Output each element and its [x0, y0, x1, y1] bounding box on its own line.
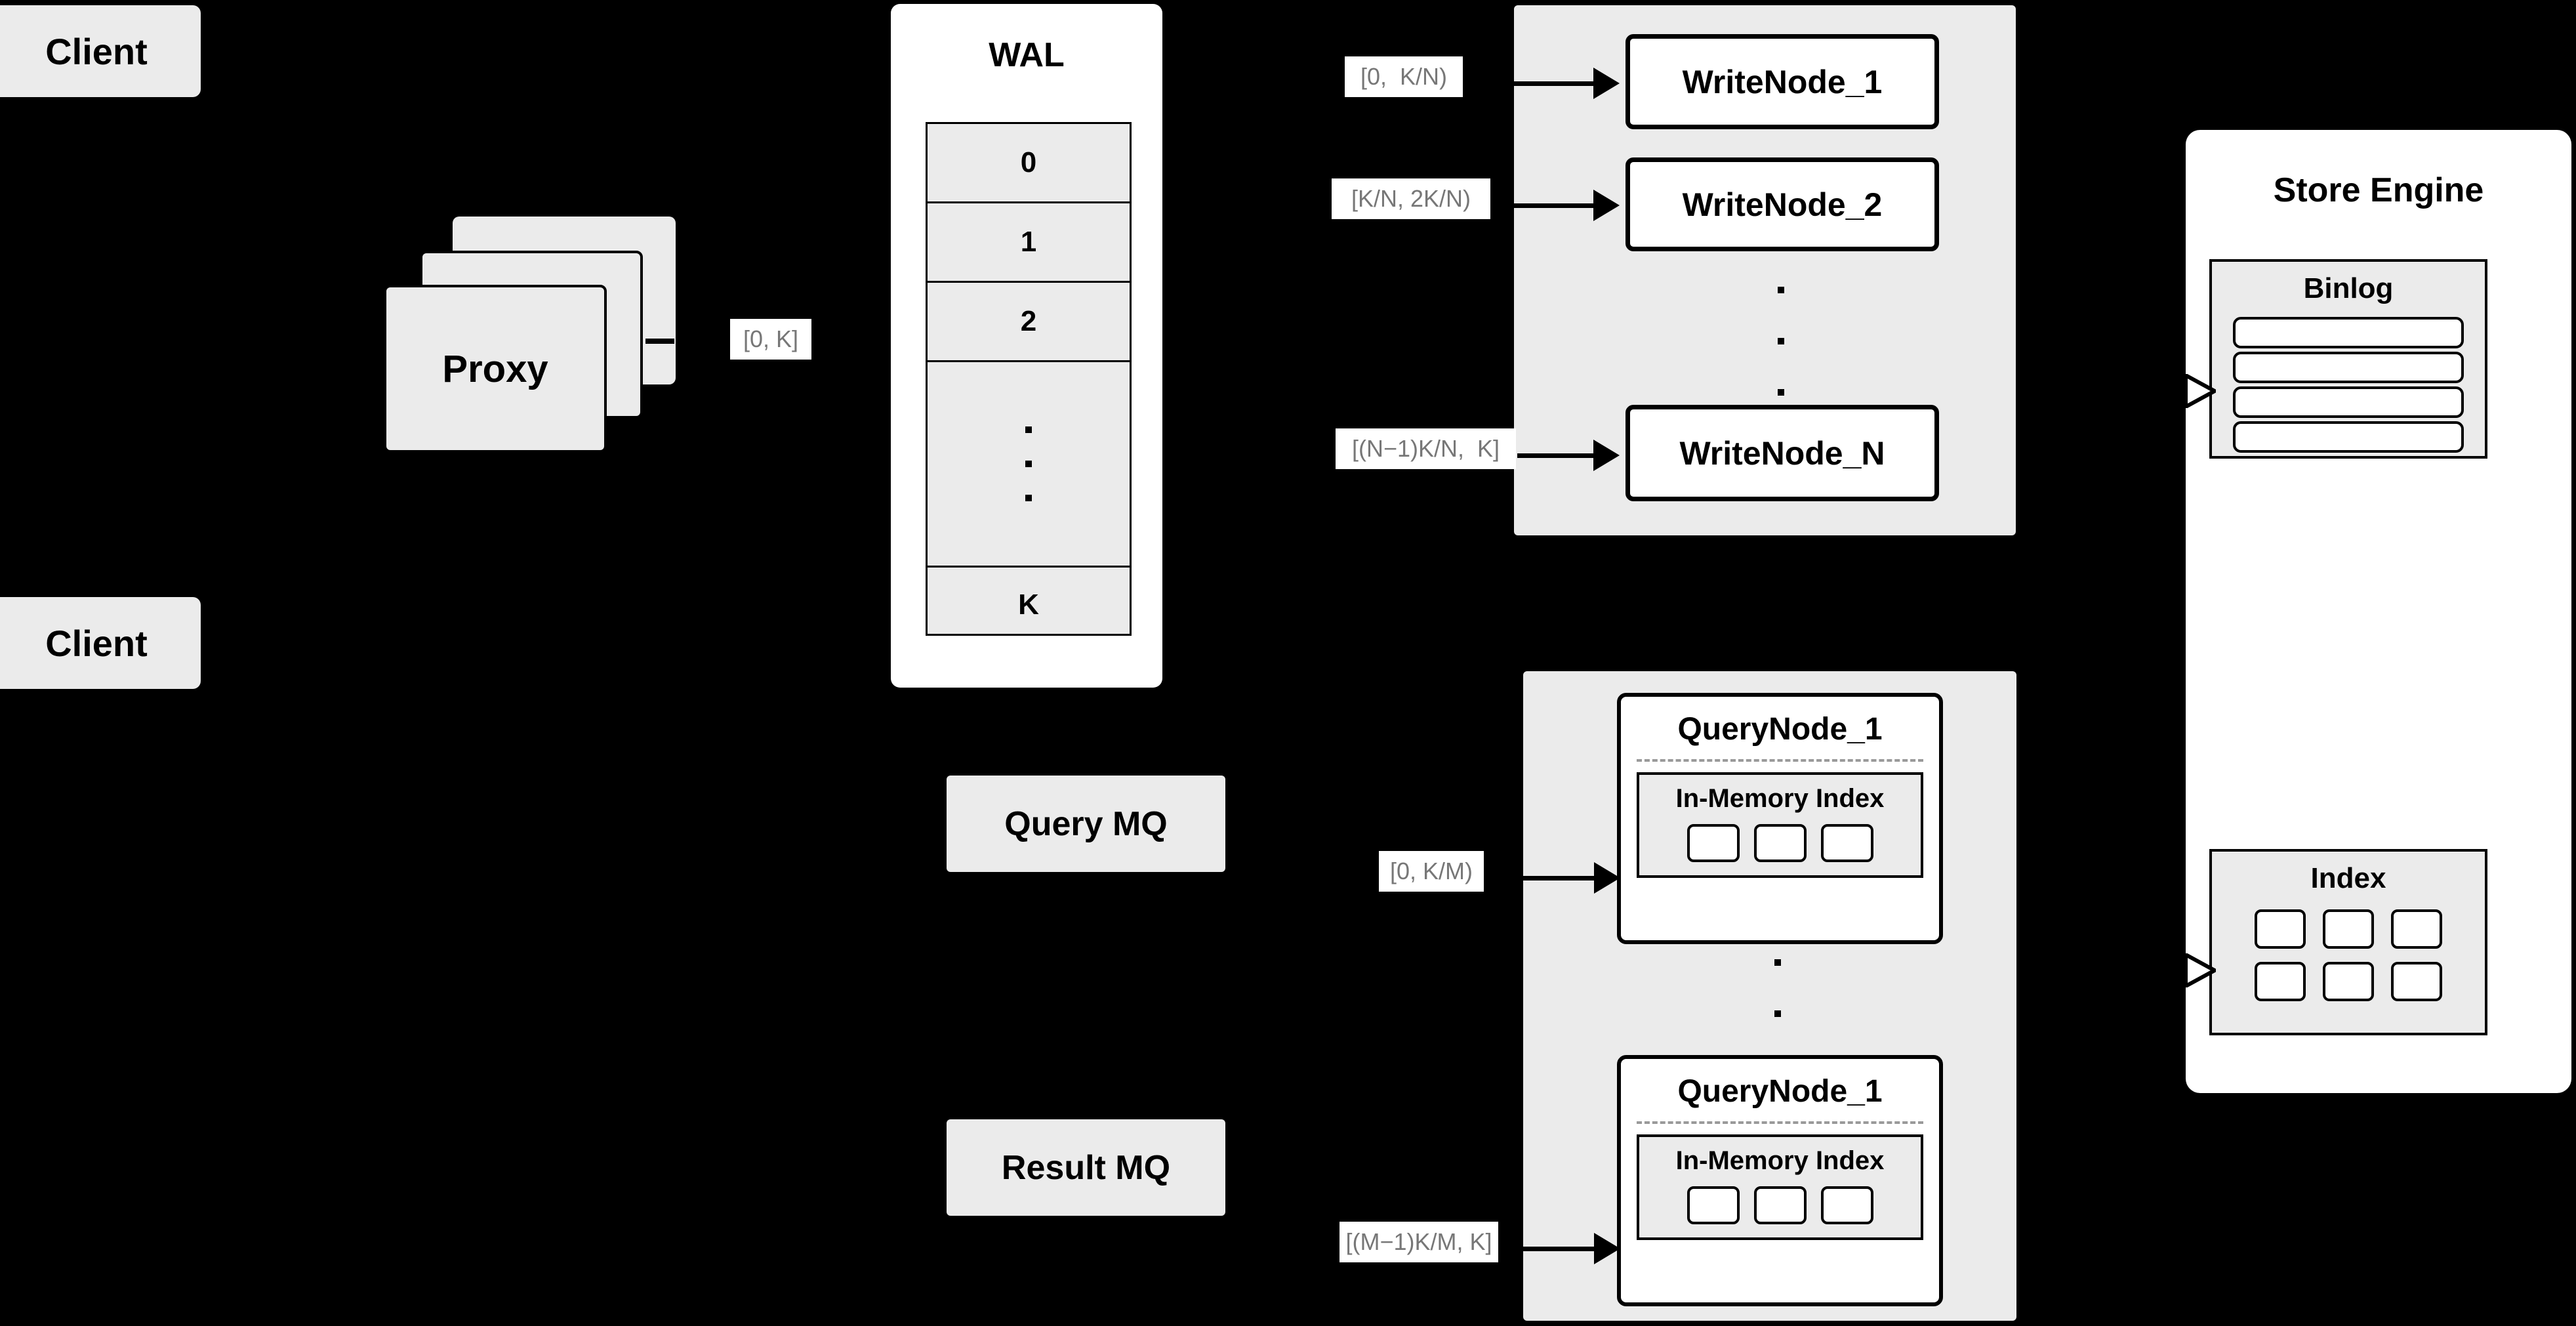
binlog-segments — [2212, 317, 2485, 453]
write-node-1[interactable]: WriteNode_1 — [1625, 34, 1939, 129]
index-cell — [2391, 962, 2442, 1001]
index-cell — [1687, 824, 1740, 862]
write-node-1-label: WriteNode_1 — [1682, 63, 1883, 100]
query-node-1-range-text: [0, K/M) — [1389, 858, 1473, 884]
wal-row-ellipsis — [928, 362, 1130, 568]
proxy-box[interactable]: Proxy — [384, 285, 607, 453]
write-node-2[interactable]: WriteNode_2 — [1625, 157, 1939, 251]
store-index-box: Index — [2209, 849, 2487, 1035]
query-node-1-range-tag: [0, K/M) — [1379, 851, 1484, 892]
write-group-ellipsis — [1768, 282, 1794, 400]
write-node-n-arrow-head — [1593, 440, 1620, 471]
binlog-box: Binlog — [2209, 259, 2487, 459]
binlog-segment — [2233, 352, 2464, 383]
index-cell — [1820, 824, 1873, 862]
query-node-m-arrow-line — [1500, 1247, 1594, 1251]
client-box-bottom[interactable]: Client — [0, 597, 201, 689]
index-cell — [1820, 1186, 1873, 1224]
binlog-arrow-line — [2157, 390, 2190, 393]
proxy-connector-stub — [645, 339, 674, 344]
result-mq-label: Result MQ — [1001, 1148, 1171, 1187]
index-cell — [1687, 1186, 1740, 1224]
index-cell — [2255, 909, 2306, 949]
query-mq-box[interactable]: Query MQ — [947, 776, 1225, 872]
binlog-segment — [2233, 317, 2464, 348]
write-node-n-range-tag: [(N−1)K/N, K] — [1336, 428, 1516, 469]
write-node-n-range-text: [(N−1)K/N, K] — [1351, 435, 1500, 462]
wal-row: 1 — [928, 203, 1130, 283]
write-node-2-range-tag: [K/N, 2K/N) — [1332, 178, 1490, 219]
query-node-m-range-text: [(M−1)K/M, K] — [1345, 1228, 1492, 1255]
store-index-grid — [2212, 909, 2485, 1001]
write-node-n-label: WriteNode_N — [1679, 434, 1885, 472]
write-node-1-range-text: [0, K/N) — [1360, 63, 1448, 90]
index-cell — [2323, 962, 2374, 1001]
binlog-segment — [2233, 421, 2464, 453]
wal-row: K — [1018, 588, 1039, 621]
proxy-label: Proxy — [442, 347, 548, 390]
write-node-2-label: WriteNode_2 — [1682, 186, 1883, 223]
write-node-1-arrow-head — [1593, 68, 1620, 99]
binlog-segment — [2233, 386, 2464, 418]
wal-row: 2 — [928, 283, 1130, 362]
query-mq-label: Query MQ — [1004, 804, 1168, 843]
write-node-2-arrow-head — [1593, 190, 1620, 221]
proxy-range-tag: [0, K] — [730, 319, 811, 360]
client-label: Client — [45, 30, 148, 72]
index-cell — [2323, 909, 2374, 949]
query-node-m-divider — [1637, 1121, 1923, 1124]
write-node-1-arrow-line — [1465, 81, 1593, 86]
write-node-n-arrow-line — [1517, 453, 1593, 458]
query-node-m[interactable]: QueryNode_1 In-Memory Index — [1617, 1055, 1943, 1306]
query-node-1-arrow-line — [1486, 876, 1594, 881]
in-memory-index-title: In-Memory Index — [1675, 784, 1885, 813]
query-node-1-label: QueryNode_1 — [1677, 712, 1883, 747]
query-node-1-in-memory-index: In-Memory Index — [1637, 772, 1923, 878]
index-cell — [2255, 962, 2306, 1001]
write-node-2-range-text: [K/N, 2K/N) — [1351, 185, 1471, 212]
client-box-top[interactable]: Client — [0, 5, 201, 97]
in-memory-index-cells — [1651, 1186, 1909, 1224]
result-mq-box[interactable]: Result MQ — [947, 1119, 1225, 1216]
query-node-1-arrow-head — [1594, 862, 1620, 894]
binlog-arrow-head — [2184, 374, 2216, 408]
index-cell — [2391, 909, 2442, 949]
wal-row: 0 — [928, 124, 1130, 203]
client-label: Client — [45, 622, 148, 664]
query-node-m-label: QueryNode_1 — [1677, 1074, 1883, 1109]
index-cell — [1753, 824, 1807, 862]
write-node-1-range-tag: [0, K/N) — [1345, 56, 1463, 97]
store-index-title: Index — [2310, 862, 2386, 894]
query-node-m-range-tag: [(M−1)K/M, K] — [1339, 1222, 1498, 1262]
binlog-title: Binlog — [2303, 272, 2394, 304]
wal-panel: WAL 0 1 2 K — [891, 4, 1162, 688]
in-memory-index-title: In-Memory Index — [1675, 1146, 1885, 1175]
index-cell — [1753, 1186, 1807, 1224]
store-engine-title: Store Engine — [2273, 171, 2484, 209]
write-node-n[interactable]: WriteNode_N — [1625, 405, 1939, 501]
store-engine-panel: Store Engine Binlog Index — [2186, 130, 2571, 1093]
proxy-range-text: [0, K] — [743, 325, 799, 352]
write-node-2-arrow-line — [1492, 203, 1593, 208]
query-node-m-in-memory-index: In-Memory Index — [1637, 1134, 1923, 1240]
wal-title: WAL — [989, 36, 1065, 74]
query-node-1-divider — [1637, 759, 1923, 762]
store-index-arrow-line — [2157, 969, 2190, 972]
query-node-m-arrow-head — [1594, 1233, 1620, 1264]
query-node-1[interactable]: QueryNode_1 In-Memory Index — [1617, 693, 1943, 944]
store-index-arrow-head — [2184, 953, 2216, 987]
in-memory-index-cells — [1651, 824, 1909, 862]
wal-table: 0 1 2 K — [926, 122, 1132, 636]
